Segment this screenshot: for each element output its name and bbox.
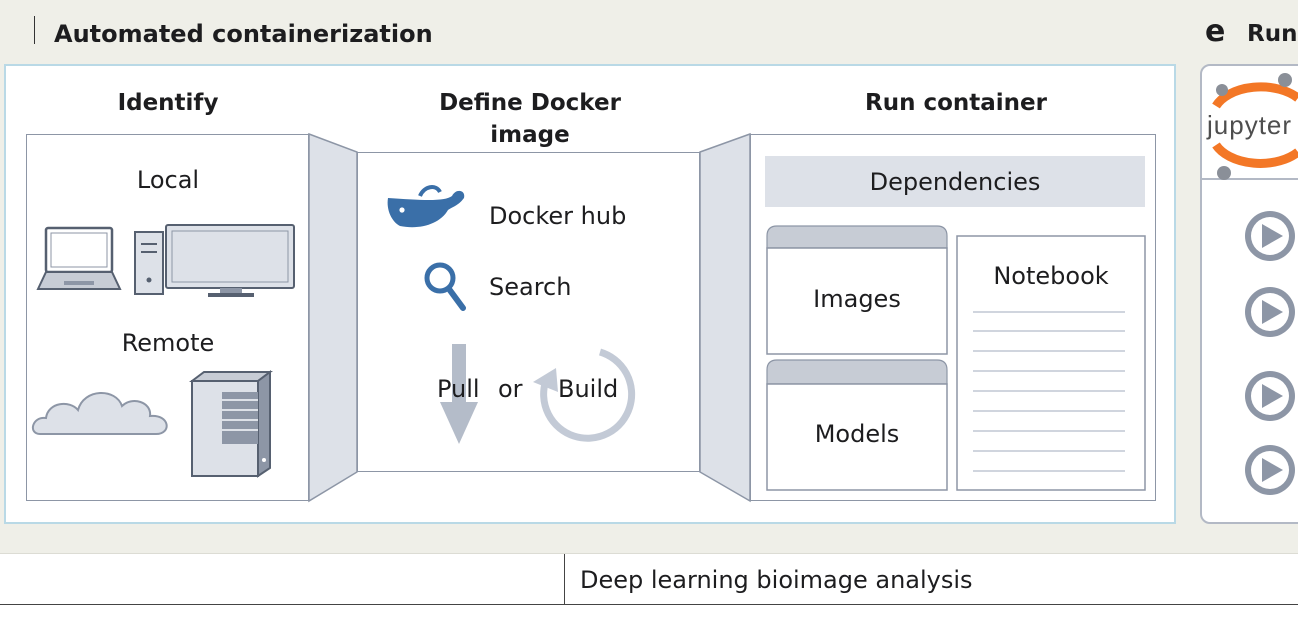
footer-caption: Deep learning bioimage analysis (580, 566, 973, 594)
jupyter-logo-icon (1212, 73, 1298, 180)
play-button-icon (1245, 211, 1295, 261)
play-button-icon (1245, 445, 1295, 495)
laptop-icon (36, 226, 122, 290)
build-cycle-icon (533, 348, 636, 442)
images-label: Images (813, 285, 901, 313)
models-folder (766, 359, 948, 491)
server-icon (189, 370, 273, 478)
models-label: Models (814, 420, 900, 448)
panel-letter-e: e (1205, 14, 1226, 49)
right-connector (699, 132, 751, 503)
footer-top-rule (0, 553, 1298, 554)
footer-bottom-rule (0, 604, 1298, 605)
search-icon (424, 262, 466, 311)
define-heading-line1: Define Docker (439, 90, 621, 116)
docker-whale-icon (387, 185, 465, 228)
play-button-icon (1245, 287, 1295, 337)
build-label: Build (558, 375, 619, 403)
title-divider (34, 16, 35, 44)
identify-heading: Identify (117, 90, 219, 116)
play-button-icon (1245, 371, 1295, 421)
section-title: Automated containerization (54, 20, 433, 48)
local-label: Local (136, 166, 200, 194)
notebook-sheet (956, 235, 1146, 491)
next-panel-title: Run (1247, 21, 1298, 47)
run-container-heading: Run container (865, 90, 1047, 116)
jupyter-logo-text: jupyter (1207, 110, 1293, 140)
define-heading-line2: image (490, 122, 570, 148)
cloud-icon (31, 392, 168, 435)
search-label: Search (489, 273, 572, 301)
desktop-computer-icon (134, 224, 295, 297)
notebook-label: Notebook (993, 262, 1109, 290)
or-label: or (498, 375, 523, 403)
dependencies-bar (765, 156, 1145, 207)
dependencies-label: Dependencies (869, 168, 1041, 196)
footer-separator (564, 554, 565, 604)
remote-label: Remote (121, 329, 215, 357)
pull-label: Pull (437, 375, 480, 403)
pull-arrow-icon (440, 344, 478, 444)
left-connector (308, 132, 358, 503)
docker-hub-label: Docker hub (489, 202, 627, 230)
images-folder (766, 225, 948, 355)
